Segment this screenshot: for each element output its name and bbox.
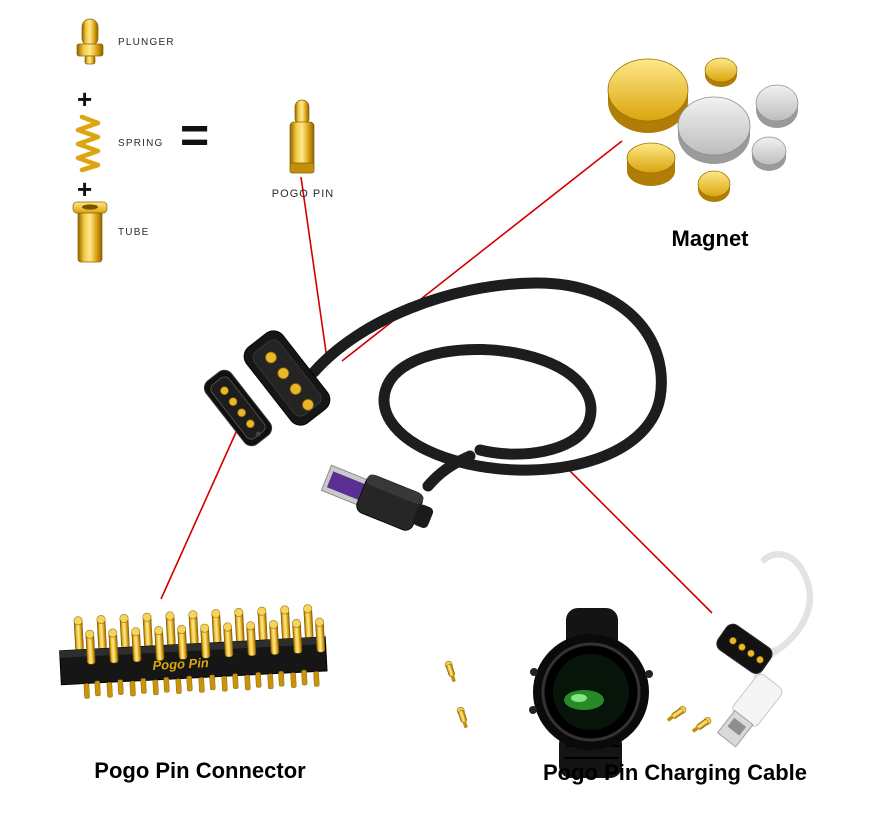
tube-icon — [72, 201, 108, 263]
line-connector-to-board — [160, 429, 238, 600]
pogo-pin-connector-label: Pogo Pin Connector — [94, 758, 306, 783]
spring-icon — [75, 114, 101, 173]
usb-plug — [320, 464, 434, 531]
connector-engraving: Pogo Pin — [152, 655, 209, 673]
charger-head — [716, 623, 773, 674]
magnet-silver-small — [751, 136, 787, 171]
magnet-silver-mid — [755, 84, 799, 128]
plunger-icon — [76, 18, 104, 65]
magnetic-connector-head — [243, 330, 331, 426]
magnet-gold-side — [626, 142, 676, 186]
magnet-gold-small-top — [704, 57, 738, 87]
spring-label: SPRING — [118, 138, 164, 149]
magnetic-connector-mate — [203, 369, 273, 447]
plunger-label: PLUNGER — [118, 37, 175, 48]
charging-cable-coil — [308, 277, 667, 492]
magnet-gold-large — [607, 58, 689, 133]
plus-sign-2: + — [77, 174, 93, 204]
magnet-label: Magnet — [671, 226, 749, 251]
cable-usb-tail — [422, 450, 476, 492]
annotation-lines — [160, 140, 713, 614]
magnet-silver-large — [677, 96, 751, 164]
charger-usb-plug — [716, 673, 783, 748]
magnets-cluster — [607, 57, 799, 202]
plus-sign-1: + — [77, 84, 93, 114]
pogo-pin-label: POGO PIN — [271, 188, 335, 200]
equals-sign: = — [180, 107, 210, 163]
magnet-gold-small-bottom — [697, 170, 731, 202]
pogo-pin-connector-board: Pogo Pin — [59, 604, 328, 699]
cable-loop — [308, 277, 667, 476]
pogo-pin-assembled — [289, 99, 315, 174]
line-pogopin-to-connector — [300, 176, 328, 360]
smartwatch — [529, 608, 653, 778]
line-cable-to-charger — [565, 466, 713, 614]
line-magnet-to-connector — [341, 140, 623, 362]
pogo-pin-charging-cable-label: Pogo Pin Charging Cable — [542, 760, 807, 785]
tube-label: TUBE — [118, 227, 150, 238]
